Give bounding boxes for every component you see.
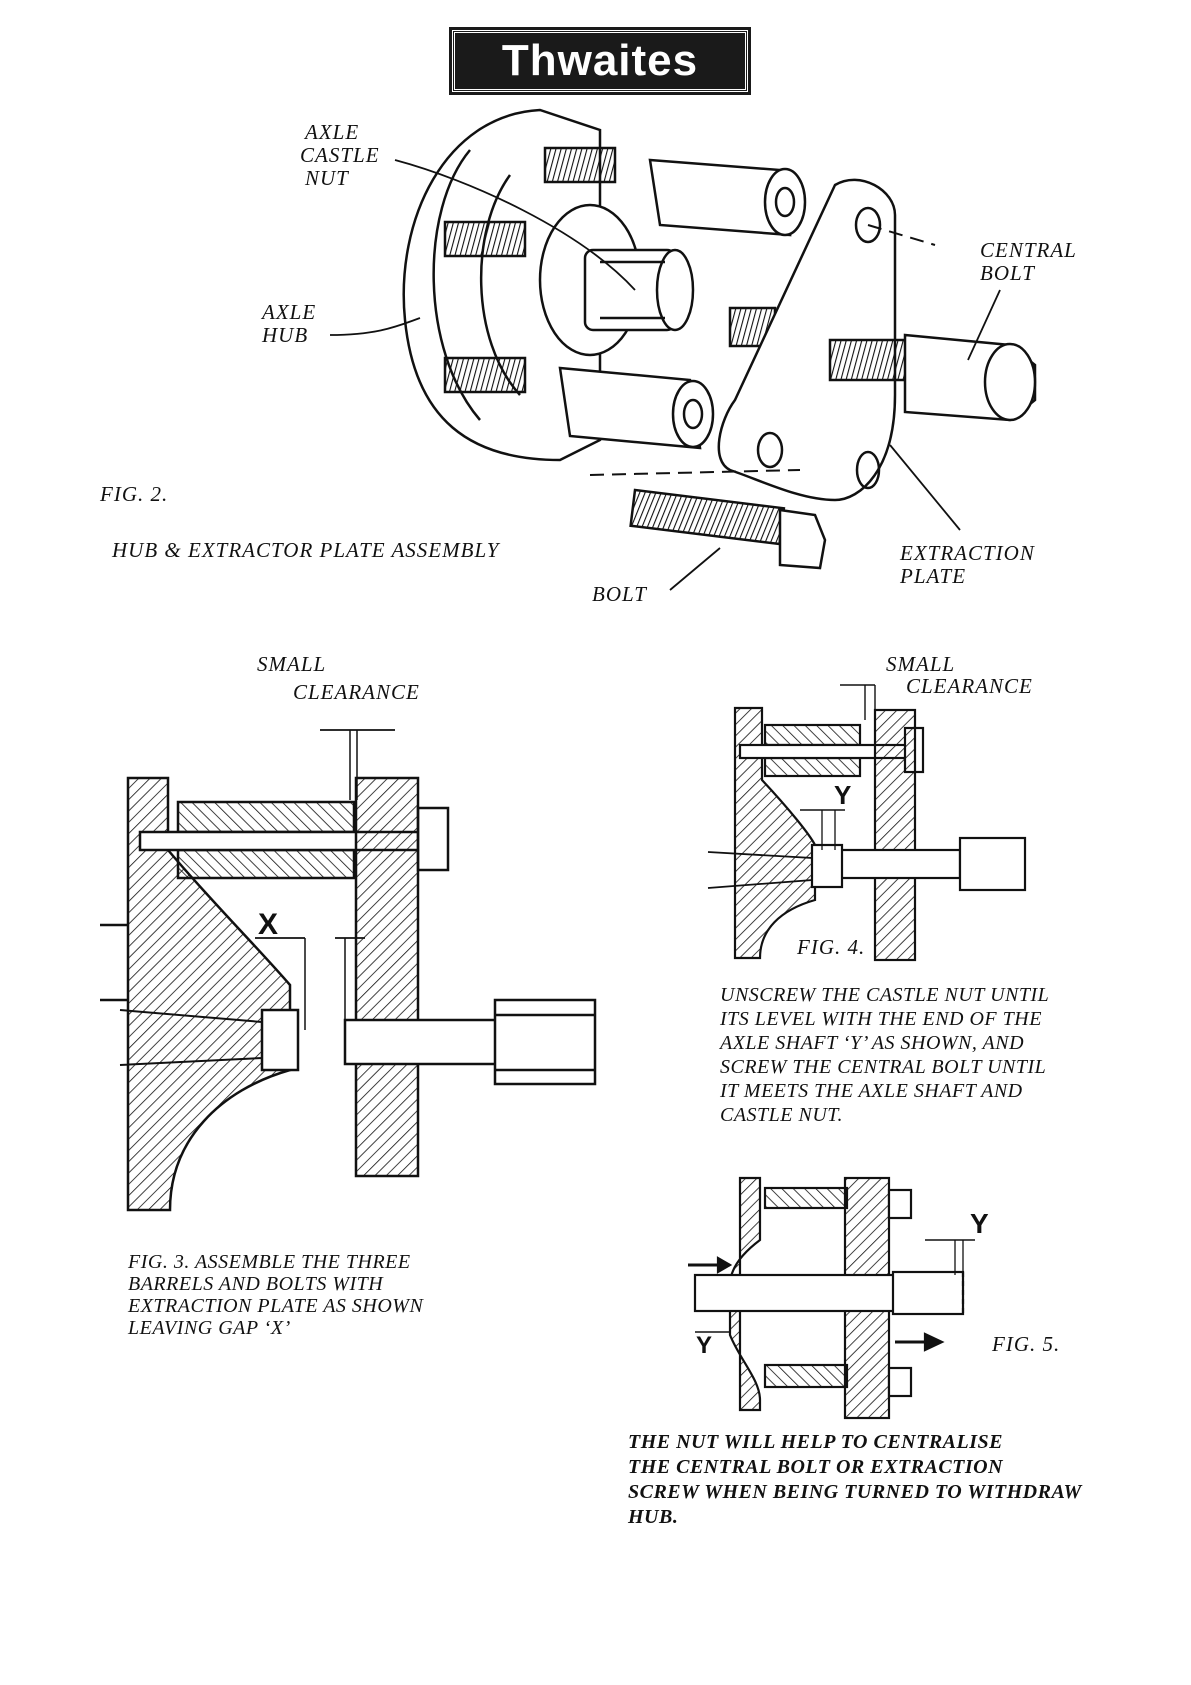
label-axle-hub-2: HUB [262,323,309,347]
fig3-caption-line-2: BARRELS AND BOLTS WITH [128,1273,384,1295]
label-axle-castle-nut-2: CASTLE [300,143,380,167]
fig4-instruction-line-4: SCREW THE CENTRAL BOLT UNTIL [720,1056,1047,1078]
label-extraction-plate-1: EXTRACTION [900,541,1035,565]
fig4-instruction-line-1: UNSCREW THE CASTLE NUT UNTIL [720,984,1050,1006]
fig3-label-small: SMALL [257,652,327,676]
fig3-caption-line-3: EXTRACTION PLATE AS SHOWN [128,1295,424,1317]
label-extraction-plate-2: PLATE [900,564,967,588]
barrel-upper [648,158,807,237]
fig3-caption-line-1: FIG. 3. ASSEMBLE THE THREE [128,1251,411,1273]
fig5-marker-top: Y [970,1208,989,1239]
fig3-diagram [100,729,597,1212]
fig4-label-small: SMALL [886,652,956,676]
brand-logo: Thwaites [449,27,751,95]
fig4-label-clearance: CLEARANCE [906,674,1033,698]
fig5-instruction-line-2: THE CENTRAL BOLT OR EXTRACTION [628,1456,1004,1478]
fig5-diagram [688,1176,975,1420]
fig5-marker-bottom: Y [696,1332,713,1359]
fig5-instruction-line-3: SCREW WHEN BEING TURNED TO WITHDRAW [628,1481,1082,1503]
fig4-instruction-line-3: AXLE SHAFT ‘Y’ AS SHOWN, AND [720,1032,1025,1054]
label-central-bolt-2: BOLT [980,261,1035,285]
fig5-instruction-line-4: HUB. [628,1506,679,1528]
extraction-plate-shape [717,178,897,502]
label-bolt: BOLT [592,582,647,606]
bolt-shape [589,469,827,570]
fig3-gap-x: X [258,908,279,941]
fig5-caption: FIG. 5. [992,1332,1061,1356]
fig2-diagram [329,108,1037,591]
fig4-gap-y: Y [834,780,852,810]
label-central-bolt-1: CENTRAL [980,238,1077,262]
fig4-caption: FIG. 4. [797,935,866,959]
fig2-title: HUB & EXTRACTOR PLATE ASSEMBLY [112,538,500,562]
fig2-caption: FIG. 2. [100,482,169,506]
label-axle-hub-1: AXLE [262,300,317,324]
fig4-instruction-line-2: ITS LEVEL WITH THE END OF THE [720,1008,1042,1030]
fig5-instruction-line-1: THE NUT WILL HELP TO CENTRALISE [628,1431,1003,1453]
label-axle-castle-nut-1: AXLE [305,120,360,144]
fig4-instruction-line-6: CASTLE NUT. [720,1104,843,1126]
fig3-label-clearance: CLEARANCE [293,680,420,704]
fig4-instruction-line-5: IT MEETS THE AXLE SHAFT AND [720,1080,1023,1102]
fig4-diagram [707,684,1027,962]
barrel-lower [558,366,715,450]
label-axle-castle-nut-3: NUT [305,166,349,190]
fig3-caption-line-4: LEAVING GAP ‘X’ [128,1317,291,1339]
